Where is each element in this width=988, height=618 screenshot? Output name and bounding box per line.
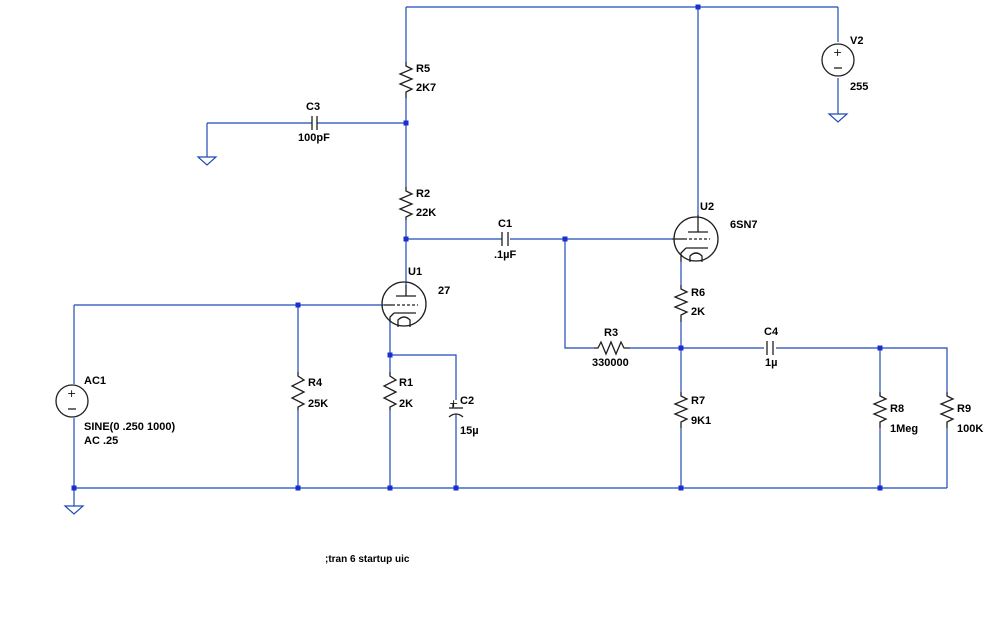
resistor-r5[interactable]: R5 2K7 xyxy=(398,62,436,98)
r3-name: R3 xyxy=(604,327,618,339)
u1-name: U1 xyxy=(408,266,422,278)
r7-name: R7 xyxy=(691,395,705,407)
resistor-r6[interactable]: R6 2K xyxy=(673,285,705,322)
resistor-r9[interactable]: R9 100K xyxy=(939,392,983,435)
resistor-r2[interactable]: R2 22K xyxy=(398,187,436,220)
r6-value: 2K xyxy=(691,306,705,318)
r1-name: R1 xyxy=(399,377,413,389)
resistor-r1[interactable]: R1 2K xyxy=(382,372,413,410)
junction-nodes xyxy=(71,4,883,491)
junction-node xyxy=(678,345,684,351)
capacitor-c3[interactable]: C3 100pF xyxy=(298,101,330,144)
capacitor-c4[interactable]: C4 1µ xyxy=(764,326,779,369)
capacitor-c1[interactable]: C1 .1µF xyxy=(494,218,517,261)
r2-name: R2 xyxy=(416,188,430,200)
r9-value: 100K xyxy=(957,423,983,435)
junction-node xyxy=(453,485,459,491)
c2-value: 15µ xyxy=(460,425,479,437)
r3-value: 330000 xyxy=(592,357,629,369)
junction-node xyxy=(403,236,409,242)
u2-value: 6SN7 xyxy=(730,219,758,231)
r7-value: 9K1 xyxy=(691,415,711,427)
ground-icon xyxy=(63,505,85,515)
junction-node xyxy=(562,236,568,242)
capacitor-c2[interactable]: + C2 15µ xyxy=(448,395,479,437)
r8-name: R8 xyxy=(890,403,904,415)
svg-text:+: + xyxy=(67,387,76,400)
tube-u1[interactable]: U1 27 xyxy=(381,266,450,327)
c1-value: .1µF xyxy=(494,249,517,261)
v2-name: V2 xyxy=(850,35,863,47)
c4-name: C4 xyxy=(764,326,779,338)
r9-name: R9 xyxy=(957,403,971,415)
r5-name: R5 xyxy=(416,63,430,75)
junction-node xyxy=(678,485,684,491)
resistor-r8[interactable]: R8 1Meg xyxy=(872,392,918,435)
svg-text:+: + xyxy=(449,397,458,410)
voltage-source-v2[interactable]: + V2 255 xyxy=(821,35,868,93)
c1-name: C1 xyxy=(498,218,512,230)
r4-value: 25K xyxy=(308,398,328,410)
svg-text:+: + xyxy=(833,46,842,59)
junction-node xyxy=(387,485,393,491)
v2-value: 255 xyxy=(850,81,868,93)
junction-node xyxy=(295,485,301,491)
c2-name: C2 xyxy=(460,395,474,407)
r5-value: 2K7 xyxy=(416,82,436,94)
resistor-r7[interactable]: R7 9K1 xyxy=(673,392,711,428)
r4-name: R4 xyxy=(308,377,323,389)
junction-node xyxy=(877,345,883,351)
c3-value: 100pF xyxy=(298,132,330,144)
ac1-value-line2: AC .25 xyxy=(84,435,118,447)
junction-node xyxy=(71,485,77,491)
ac1-name: AC1 xyxy=(84,375,106,387)
c3-name: C3 xyxy=(306,101,320,113)
ac-source-ac1[interactable]: + AC1 SINE(0 .250 1000) AC .25 xyxy=(55,375,175,447)
wires xyxy=(73,6,948,506)
r1-value: 2K xyxy=(399,398,413,410)
junction-node xyxy=(295,302,301,308)
c4-value: 1µ xyxy=(765,357,777,369)
junction-node xyxy=(877,485,883,491)
tube-u2[interactable]: U2 6SN7 xyxy=(672,201,758,262)
spice-directive[interactable]: ;tran 6 startup uic xyxy=(325,554,410,565)
junction-node xyxy=(695,4,701,10)
resistor-r3[interactable]: R3 330000 xyxy=(592,327,630,369)
resistor-r4[interactable]: R4 25K xyxy=(290,372,328,410)
r2-value: 22K xyxy=(416,207,436,219)
ground-icon xyxy=(196,156,218,166)
r6-name: R6 xyxy=(691,287,705,299)
r8-value: 1Meg xyxy=(890,423,918,435)
junction-node xyxy=(387,352,393,358)
ground-icon xyxy=(827,113,849,123)
ac1-value-line1: SINE(0 .250 1000) xyxy=(84,421,175,433)
junction-node xyxy=(403,120,409,126)
u1-value: 27 xyxy=(438,285,450,297)
u2-name: U2 xyxy=(700,201,714,213)
